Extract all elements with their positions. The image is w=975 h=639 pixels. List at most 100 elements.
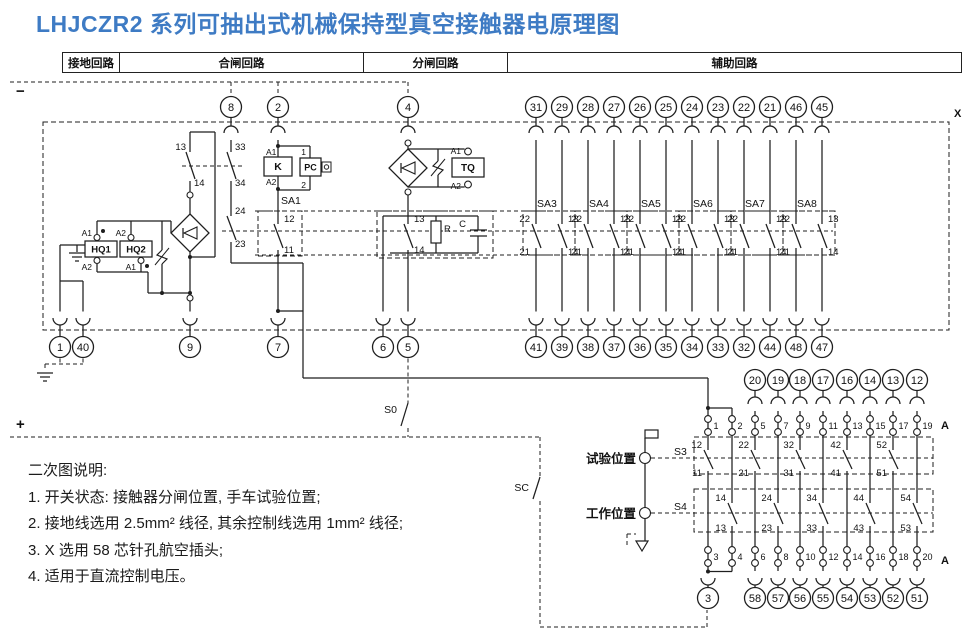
wire [635, 223, 646, 249]
junction-dot [188, 291, 192, 295]
circuit-header-table: 接地回路 合闸回路 分闸回路 辅助回路 [62, 52, 962, 73]
contact-label: 14 [672, 247, 683, 258]
connection-circle [751, 559, 759, 567]
terminal-label-38: 38 [582, 342, 594, 354]
terminal-label-34: 34 [686, 342, 698, 354]
position-arrow-icon [634, 540, 650, 553]
switch-label-SA6: SA6 [693, 198, 713, 210]
terminal-label-18: 18 [794, 375, 806, 387]
contact-label: 21 [738, 468, 749, 479]
terminal-label-55: 55 [817, 593, 829, 605]
contact-label: 22 [571, 214, 582, 225]
contact-label: 33 [235, 142, 246, 153]
wire [532, 476, 541, 500]
header-cell-opening: 分闸回路 [364, 53, 508, 72]
wire-hook [788, 317, 804, 326]
terminal-label-52: 52 [887, 593, 899, 605]
wire-hook [736, 125, 752, 134]
contact-label: 34 [806, 493, 817, 504]
wire [609, 223, 620, 249]
terminal-54 [835, 586, 859, 610]
pin-label: A2 [82, 262, 93, 272]
connection-circle [796, 559, 804, 567]
contact-label: 21 [519, 247, 530, 258]
contact-label: 13 [620, 214, 631, 225]
rectifier-bridge-icon [388, 148, 428, 188]
pin-label-11: 11 [829, 421, 838, 431]
wire-hook [747, 577, 763, 586]
wire-hook [375, 317, 391, 326]
wire [773, 502, 784, 525]
terminal-3 [696, 586, 720, 610]
connection-circle [728, 546, 736, 554]
component-label-C: C [459, 219, 466, 230]
connection-circle [751, 546, 759, 554]
wire-hook [528, 125, 544, 134]
terminal-label-35: 35 [660, 342, 672, 354]
wire-hook [736, 317, 752, 326]
terminal-label-13: 13 [887, 375, 899, 387]
notes-title: 二次图说明: [28, 462, 108, 479]
wire [912, 502, 923, 525]
connection-circle [464, 180, 472, 189]
terminal-label-57: 57 [772, 593, 784, 605]
contact-label: 31 [783, 468, 794, 479]
pin-label-7: 7 [784, 421, 789, 431]
terminal-label-3: 3 [705, 593, 711, 605]
contact-label: 32 [783, 440, 794, 451]
pin-label-10: 10 [806, 552, 816, 562]
wire [817, 223, 828, 249]
switch-label-SA4: SA4 [589, 198, 609, 210]
wire-hook [580, 125, 596, 134]
wire-hook [747, 396, 763, 405]
terminal-label-54: 54 [841, 593, 853, 605]
connection-circle [774, 559, 782, 567]
contact-label: 12 [691, 440, 702, 451]
connection-circle [404, 139, 412, 147]
terminal-34 [680, 335, 704, 359]
pin-label: A1 [266, 147, 277, 157]
terminal-label-7: 7 [275, 342, 281, 354]
terminal-56 [788, 586, 812, 610]
wire-hook [528, 317, 544, 326]
terminal-label-23: 23 [712, 102, 724, 114]
terminal-52 [881, 586, 905, 610]
contact-label: 13 [672, 214, 683, 225]
connection-circle [819, 546, 827, 554]
switch-label-S3: S3 [674, 446, 687, 458]
wire-hook [788, 125, 804, 134]
pin-label-17: 17 [899, 421, 909, 431]
contact-label: 14 [724, 247, 735, 258]
contact-label: 12 [284, 214, 295, 225]
connection-circle [93, 256, 101, 265]
contact-label: 22 [519, 214, 530, 225]
contact-label: 34 [235, 178, 246, 189]
contact-label: 23 [235, 239, 246, 250]
wire-hook [75, 317, 91, 326]
connection-circle [843, 559, 851, 567]
terminal-label-21: 21 [764, 102, 776, 114]
connection-circle [751, 415, 759, 423]
component-label-K: K [274, 161, 282, 173]
wire [273, 223, 284, 249]
terminal-label-44: 44 [764, 342, 776, 354]
pc-aux-box [321, 161, 332, 173]
connector-a-label-bottom: A [941, 555, 949, 567]
connection-circle [866, 428, 874, 436]
pin-label-1: 1 [714, 421, 719, 431]
minus-bus-label: − [16, 83, 25, 100]
wire [661, 223, 672, 249]
terminal-55 [811, 586, 835, 610]
wire-hook [814, 317, 830, 326]
terminal-47 [810, 335, 834, 359]
terminal-label-12: 12 [911, 375, 923, 387]
connection-circle [638, 506, 652, 520]
s4-contact-box [693, 488, 934, 533]
connection-circle [843, 428, 851, 436]
contact-label: 14 [414, 245, 425, 256]
terminal-label-58: 58 [749, 593, 761, 605]
contact-label: 21 [623, 247, 634, 258]
wire [154, 247, 170, 266]
connection-circle [704, 428, 712, 436]
